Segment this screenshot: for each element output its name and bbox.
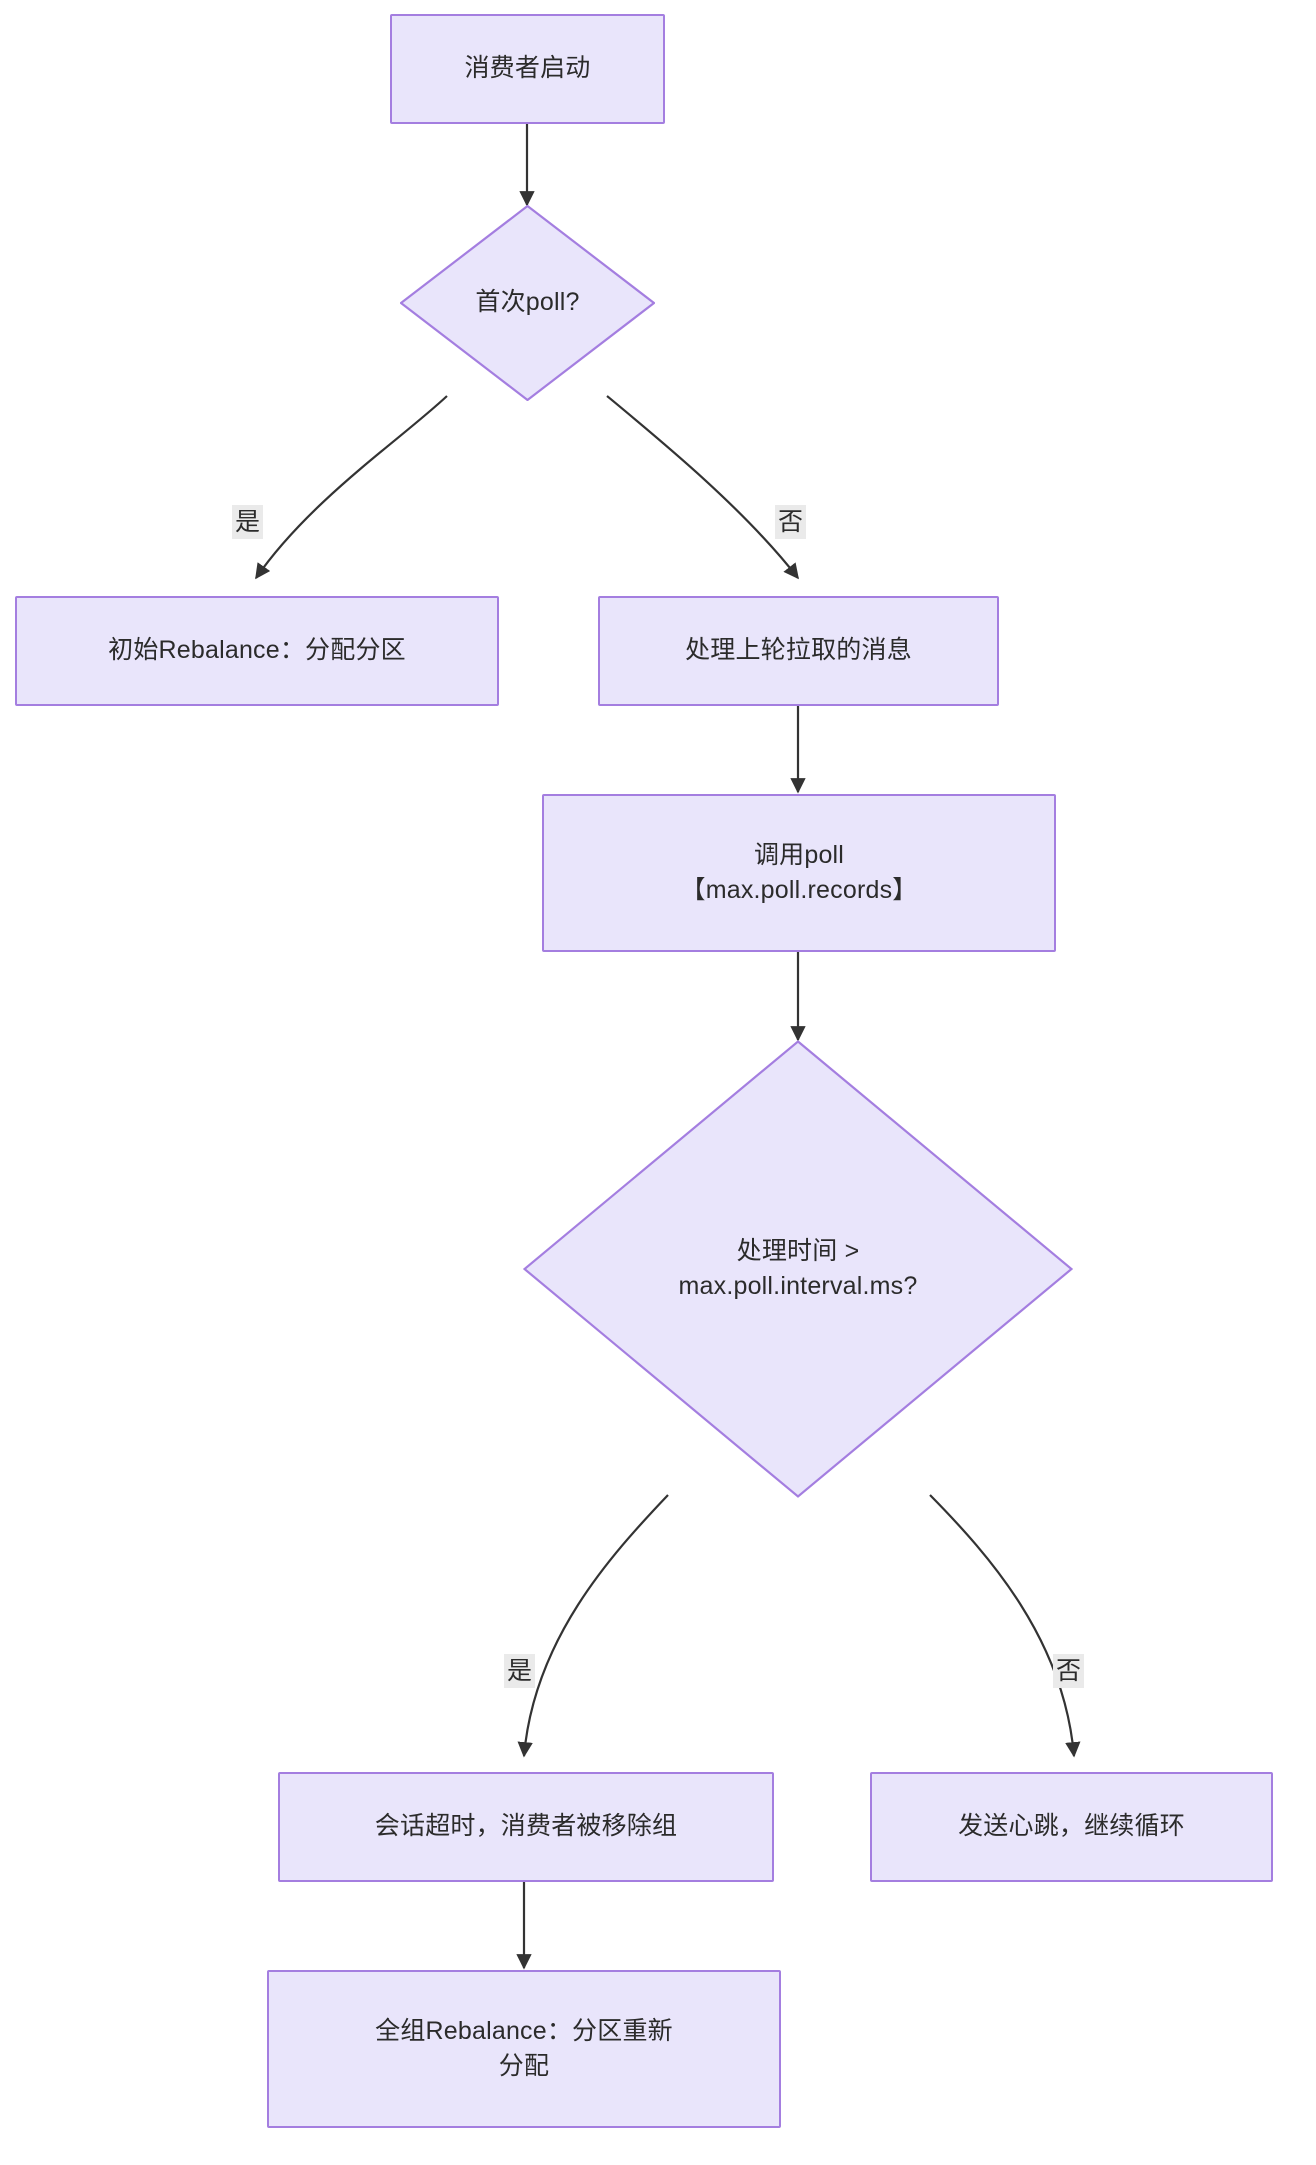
node-process-previous-messages-label: 处理上轮拉取的消息 bbox=[685, 636, 912, 665]
edge-label-first-poll-no: 否 bbox=[775, 505, 807, 539]
node-session-timeout-label: 会话超时，消费者被移除组 bbox=[374, 1812, 678, 1841]
node-call-poll-label-line1: 调用poll bbox=[753, 840, 845, 869]
edge-time-check-no bbox=[929, 1494, 1081, 1758]
node-group-rebalance-label-line1: 全组Rebalance：分区重新 bbox=[375, 2016, 673, 2045]
processing-time-diamond-shape bbox=[523, 1040, 1073, 1498]
edge-time-check-yes bbox=[517, 1494, 669, 1758]
node-first-poll-decision[interactable]: 首次poll? bbox=[400, 205, 655, 401]
node-processing-time-label-line1: 处理时间 > bbox=[736, 1236, 860, 1265]
node-process-previous-messages[interactable]: 处理上轮拉取的消息 bbox=[598, 596, 999, 706]
node-processing-time-label-line2: max.poll.interval.ms? bbox=[678, 1272, 918, 1300]
first-poll-diamond-shape bbox=[400, 205, 655, 401]
node-session-timeout[interactable]: 会话超时，消费者被移除组 bbox=[278, 1772, 774, 1882]
node-first-poll-decision-label: 首次poll? bbox=[475, 288, 580, 317]
node-call-poll-label-line2: 【max.poll.records】 bbox=[680, 876, 918, 904]
node-group-rebalance-label-line2: 分配 bbox=[498, 2052, 550, 2080]
edge-first-poll-yes bbox=[255, 395, 448, 580]
node-group-rebalance[interactable]: 全组Rebalance：分区重新 分配 bbox=[267, 1970, 781, 2128]
node-initial-rebalance-label: 初始Rebalance：分配分区 bbox=[108, 636, 406, 665]
node-processing-time-decision[interactable]: 处理时间 > max.poll.interval.ms? bbox=[523, 1040, 1073, 1498]
edge-label-time-check-no: 否 bbox=[1053, 1654, 1085, 1688]
node-send-heartbeat[interactable]: 发送心跳，继续循环 bbox=[870, 1772, 1273, 1882]
edge-first-poll-no bbox=[606, 395, 799, 580]
node-call-poll[interactable]: 调用poll 【max.poll.records】 bbox=[542, 794, 1056, 952]
edge-label-first-poll-yes: 是 bbox=[232, 505, 264, 539]
node-consumer-start-label: 消费者启动 bbox=[464, 54, 591, 83]
node-send-heartbeat-label: 发送心跳，继续循环 bbox=[958, 1812, 1185, 1841]
node-initial-rebalance[interactable]: 初始Rebalance：分配分区 bbox=[15, 596, 499, 706]
edge-label-time-check-yes: 是 bbox=[504, 1654, 536, 1688]
node-processing-time-decision-label: 处理时间 > max.poll.interval.ms? bbox=[584, 1234, 1013, 1305]
node-consumer-start[interactable]: 消费者启动 bbox=[390, 14, 665, 124]
